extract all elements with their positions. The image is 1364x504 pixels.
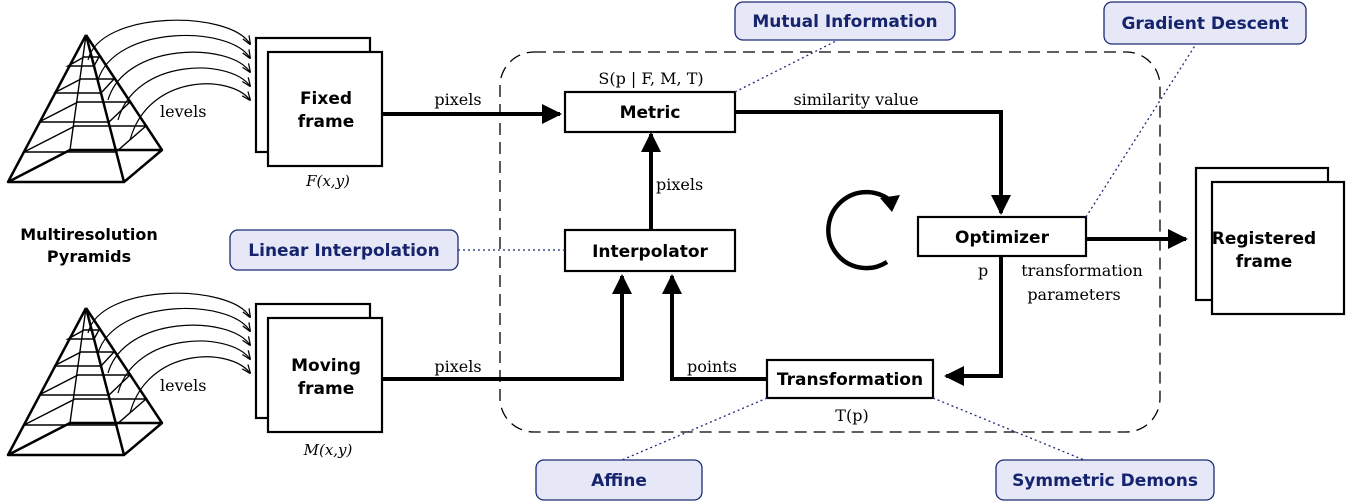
pyramids-label-line2: Pyramids xyxy=(47,247,131,266)
symmetric-demons-label: Symmetric Demons xyxy=(1012,471,1198,491)
registered-frame-line2: frame xyxy=(1236,252,1293,272)
transformation-label: Transformation xyxy=(777,370,923,390)
affine-tag: Affine xyxy=(535,459,703,501)
gradient-descent-label: Gradient Descent xyxy=(1121,14,1288,34)
linear-interpolation-tag: Linear Interpolation xyxy=(229,229,459,271)
symmetric-demons-tag: Symmetric Demons xyxy=(995,459,1215,501)
optimizer-to-transformation-arrow xyxy=(944,256,1003,386)
pyramids-label-line1: Multiresolution xyxy=(20,225,158,244)
optimizer-params-line2: parameters xyxy=(1027,285,1120,304)
gradient-descent-tag: Gradient Descent xyxy=(1103,1,1307,45)
mutual-information-label: Mutual Information xyxy=(752,12,937,32)
transformation-formula: T(p) xyxy=(835,406,868,425)
optimizer-p-label: p xyxy=(978,261,988,280)
moving-frame-line2: frame xyxy=(298,379,355,399)
bottom-level-arrows xyxy=(87,292,250,414)
fixed-frame: Fixed frame xyxy=(254,36,384,168)
moving-frame-caption: M(x,y) xyxy=(303,441,353,459)
metric-to-optimizer-label: similarity value xyxy=(793,90,918,109)
clockwise-loop-icon xyxy=(826,189,900,271)
top-pyramid-icon xyxy=(6,34,164,184)
fixed-frame-caption: F(x,y) xyxy=(305,172,350,190)
moving-frame: Moving frame xyxy=(254,302,384,434)
linear-interpolation-label: Linear Interpolation xyxy=(248,241,439,261)
metric-label: Metric xyxy=(620,103,681,123)
interpolator-block: Interpolator xyxy=(563,228,737,273)
transformation-to-interpolator-arrow xyxy=(662,274,767,381)
affine-label: Affine xyxy=(591,471,647,491)
mutual-information-tag: Mutual Information xyxy=(734,1,956,41)
optimizer-tag-connector xyxy=(1085,43,1197,218)
moving-to-interpolator-label: pixels xyxy=(434,357,481,376)
fixed-frame-line1: Fixed xyxy=(300,89,352,109)
interpolator-label: Interpolator xyxy=(592,242,708,262)
metric-block: Metric xyxy=(563,90,737,134)
metric-to-optimizer-arrow xyxy=(735,110,1011,215)
metric-tag-connector xyxy=(734,39,839,93)
registered-frame-line1: Registered xyxy=(1212,229,1316,249)
transformation-to-interpolator-label: points xyxy=(687,357,737,376)
moving-to-interpolator-arrow xyxy=(383,274,632,381)
registration-region xyxy=(499,51,1161,433)
optimizer-block: Optimizer xyxy=(916,215,1088,258)
demons-tag-connector xyxy=(932,397,1085,461)
top-level-arrows xyxy=(87,19,250,141)
fixed-to-metric-label: pixels xyxy=(434,90,481,109)
interpolator-to-metric-label: pixels xyxy=(656,175,703,194)
fixed-frame-line2: frame xyxy=(298,112,355,132)
optimizer-label: Optimizer xyxy=(955,228,1050,248)
optimizer-params-line1: transformation xyxy=(1021,261,1143,280)
bottom-levels-label: levels xyxy=(160,376,206,395)
affine-tag-connector xyxy=(621,397,768,461)
transformation-block: Transformation xyxy=(765,358,935,400)
metric-formula: S(p | F, M, T) xyxy=(598,69,703,88)
registered-frame: Registered frame xyxy=(1194,166,1346,316)
top-levels-label: levels xyxy=(160,102,206,121)
bottom-pyramid-icon xyxy=(6,307,164,457)
moving-frame-line1: Moving xyxy=(291,356,361,376)
